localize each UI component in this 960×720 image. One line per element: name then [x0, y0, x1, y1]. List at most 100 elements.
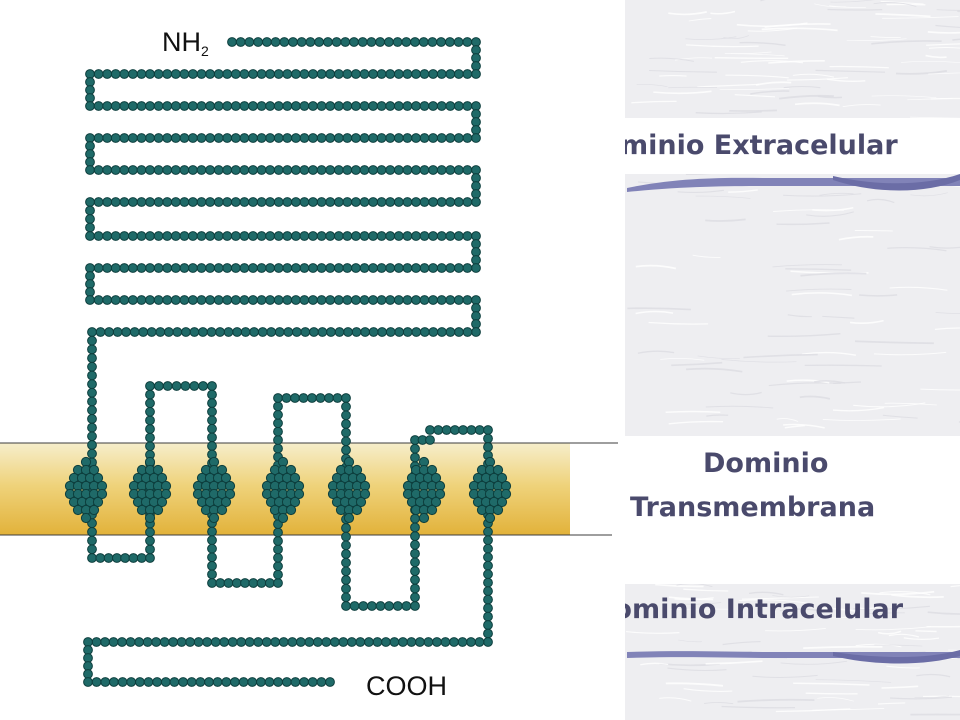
transmembrane-helices — [64, 456, 512, 524]
residue — [333, 69, 344, 79]
residue — [436, 197, 447, 207]
residue — [410, 566, 420, 576]
residue — [279, 37, 290, 47]
residue — [430, 496, 442, 508]
transmembrane-helix — [468, 456, 512, 524]
residue — [419, 101, 430, 111]
residue — [471, 133, 481, 143]
residue — [136, 69, 147, 79]
protein-chain-diagram: NH2 COOH — [0, 27, 618, 701]
residue — [342, 197, 353, 207]
residue — [216, 464, 228, 476]
residue — [119, 101, 130, 111]
residue — [341, 566, 351, 577]
residue — [179, 263, 190, 273]
residue — [483, 594, 493, 605]
residue — [222, 197, 233, 207]
residue — [85, 231, 95, 241]
residue — [359, 231, 370, 241]
residue — [145, 406, 155, 417]
residue — [368, 263, 379, 273]
residue — [411, 295, 421, 305]
residue — [85, 205, 95, 216]
residue — [87, 370, 97, 381]
residue — [392, 601, 403, 611]
residue — [256, 165, 267, 175]
residue — [325, 165, 336, 175]
residue — [462, 327, 473, 337]
residue — [162, 381, 173, 391]
residue — [179, 165, 190, 175]
residue — [188, 197, 198, 207]
swoosh-extracellular-left — [627, 177, 960, 192]
residue — [235, 37, 246, 47]
residue — [102, 165, 113, 175]
residue — [119, 197, 130, 207]
residue — [273, 101, 284, 111]
residue — [162, 231, 173, 241]
residue — [304, 637, 315, 647]
residue — [483, 433, 493, 444]
residue — [145, 69, 155, 79]
residue — [471, 255, 481, 265]
residue — [436, 101, 447, 111]
residue — [85, 93, 95, 103]
residue — [213, 133, 224, 143]
residue — [244, 37, 255, 47]
residue — [299, 69, 310, 79]
residue — [256, 263, 267, 273]
residue — [244, 637, 255, 647]
residue — [119, 263, 130, 273]
residue — [256, 677, 266, 687]
residue — [85, 77, 95, 87]
residue — [341, 401, 351, 412]
residue — [273, 133, 284, 143]
residue — [87, 344, 97, 355]
residue — [221, 677, 232, 687]
residue — [136, 553, 147, 563]
residue — [126, 677, 137, 687]
residue — [428, 197, 439, 207]
marble-texture-svg — [625, 172, 960, 436]
residue — [341, 531, 351, 542]
residue — [368, 295, 379, 305]
residue — [483, 628, 493, 639]
residue — [282, 165, 293, 175]
intracellular-domain-label: Dominio Intracelular — [625, 594, 904, 625]
residue — [108, 637, 119, 647]
residue — [500, 488, 512, 500]
residue — [153, 165, 164, 175]
residue — [471, 319, 481, 329]
residue — [341, 557, 351, 568]
residue — [415, 637, 425, 647]
residue — [261, 637, 272, 647]
residue — [109, 677, 119, 687]
residue — [375, 37, 386, 47]
residue — [359, 263, 370, 273]
residue — [160, 677, 171, 687]
residue — [117, 637, 127, 647]
residue — [368, 165, 379, 175]
residue — [368, 69, 379, 79]
residue — [359, 69, 370, 79]
residue — [88, 504, 100, 516]
residue — [474, 425, 485, 435]
residue — [299, 677, 310, 687]
residue — [474, 637, 485, 647]
residue — [87, 405, 97, 416]
residue — [298, 393, 309, 403]
residue — [462, 133, 473, 143]
residue — [291, 197, 301, 207]
residue — [102, 101, 113, 111]
residue — [359, 165, 370, 175]
residue — [159, 637, 170, 647]
residue — [213, 69, 224, 79]
transmembrane-helix — [261, 456, 305, 524]
residue — [152, 464, 164, 476]
residue — [299, 165, 310, 175]
residue — [323, 37, 333, 47]
residue — [205, 295, 216, 305]
residue — [136, 263, 147, 273]
residue — [426, 464, 438, 476]
residue — [170, 197, 181, 207]
